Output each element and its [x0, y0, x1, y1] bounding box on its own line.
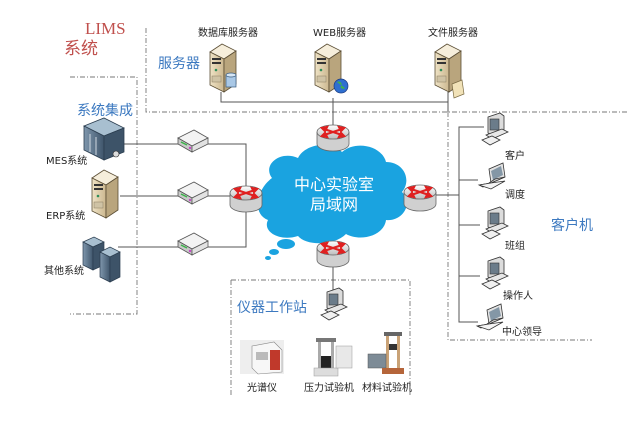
- server-label: 数据库服务器: [198, 28, 258, 39]
- pressure-testing-machine-icon: [313, 338, 353, 377]
- lan-cloud: [257, 144, 407, 260]
- client-label: 操作人: [503, 291, 533, 302]
- database-icon: [225, 72, 237, 88]
- server-label: 文件服务器: [428, 28, 478, 39]
- client-label: 客户: [505, 151, 525, 162]
- client-desktop-icon: [481, 112, 509, 146]
- director-laptop-icon: [476, 303, 504, 331]
- integration-region-border: [70, 76, 138, 315]
- material-testing-machine-icon: [367, 332, 404, 374]
- servers-region-border: [145, 28, 628, 113]
- globe-icon: [333, 78, 349, 94]
- lims-title-line2: 系统: [64, 39, 98, 58]
- dispatch-laptop-icon: [478, 162, 506, 190]
- mes-system-icon: [83, 117, 125, 161]
- switch-mes: [177, 129, 209, 153]
- client-label: 中心领导: [502, 327, 542, 338]
- servers-group-label: 服务器: [158, 56, 200, 72]
- instrument-label: 材料试验机: [362, 383, 412, 394]
- workstation-desktop-icon: [320, 287, 348, 321]
- erp-system-icon: [91, 169, 119, 219]
- spectrometer-icon: [240, 340, 284, 375]
- instrument-label: 压力试验机: [304, 383, 354, 394]
- lan-title-line1: 中心实验室: [293, 175, 374, 194]
- system-label: 其他系统: [44, 266, 84, 277]
- system-label: ERP系统: [46, 211, 86, 222]
- lims-title-line1: LIMS: [85, 19, 126, 38]
- team-desktop-icon: [481, 206, 509, 240]
- client-label: 班组: [505, 241, 525, 252]
- router-top: [315, 123, 351, 153]
- switch-erp: [177, 181, 209, 205]
- operator-desktop-icon: [481, 256, 509, 290]
- system-label: MES系统: [46, 156, 88, 167]
- instruments-group-label: 仪器工作站: [237, 300, 307, 316]
- clients-group-label: 客户机: [551, 218, 593, 234]
- router-right: [402, 183, 438, 213]
- lan-title-line2: 局域网: [309, 195, 358, 214]
- instrument-label: 光谱仪: [247, 383, 277, 394]
- clients-region-border: [447, 112, 592, 341]
- router-bottom: [315, 239, 351, 269]
- integration-group-label: 系统集成: [77, 103, 133, 119]
- client-label: 调度: [505, 190, 525, 201]
- instruments-region-border: [230, 279, 411, 395]
- folder-icon: [451, 79, 465, 99]
- switch-other: [177, 232, 209, 256]
- region-borders: [70, 28, 628, 395]
- other-system-icon: [82, 236, 121, 283]
- router-left: [228, 184, 264, 214]
- server-label: WEB服务器: [313, 28, 367, 39]
